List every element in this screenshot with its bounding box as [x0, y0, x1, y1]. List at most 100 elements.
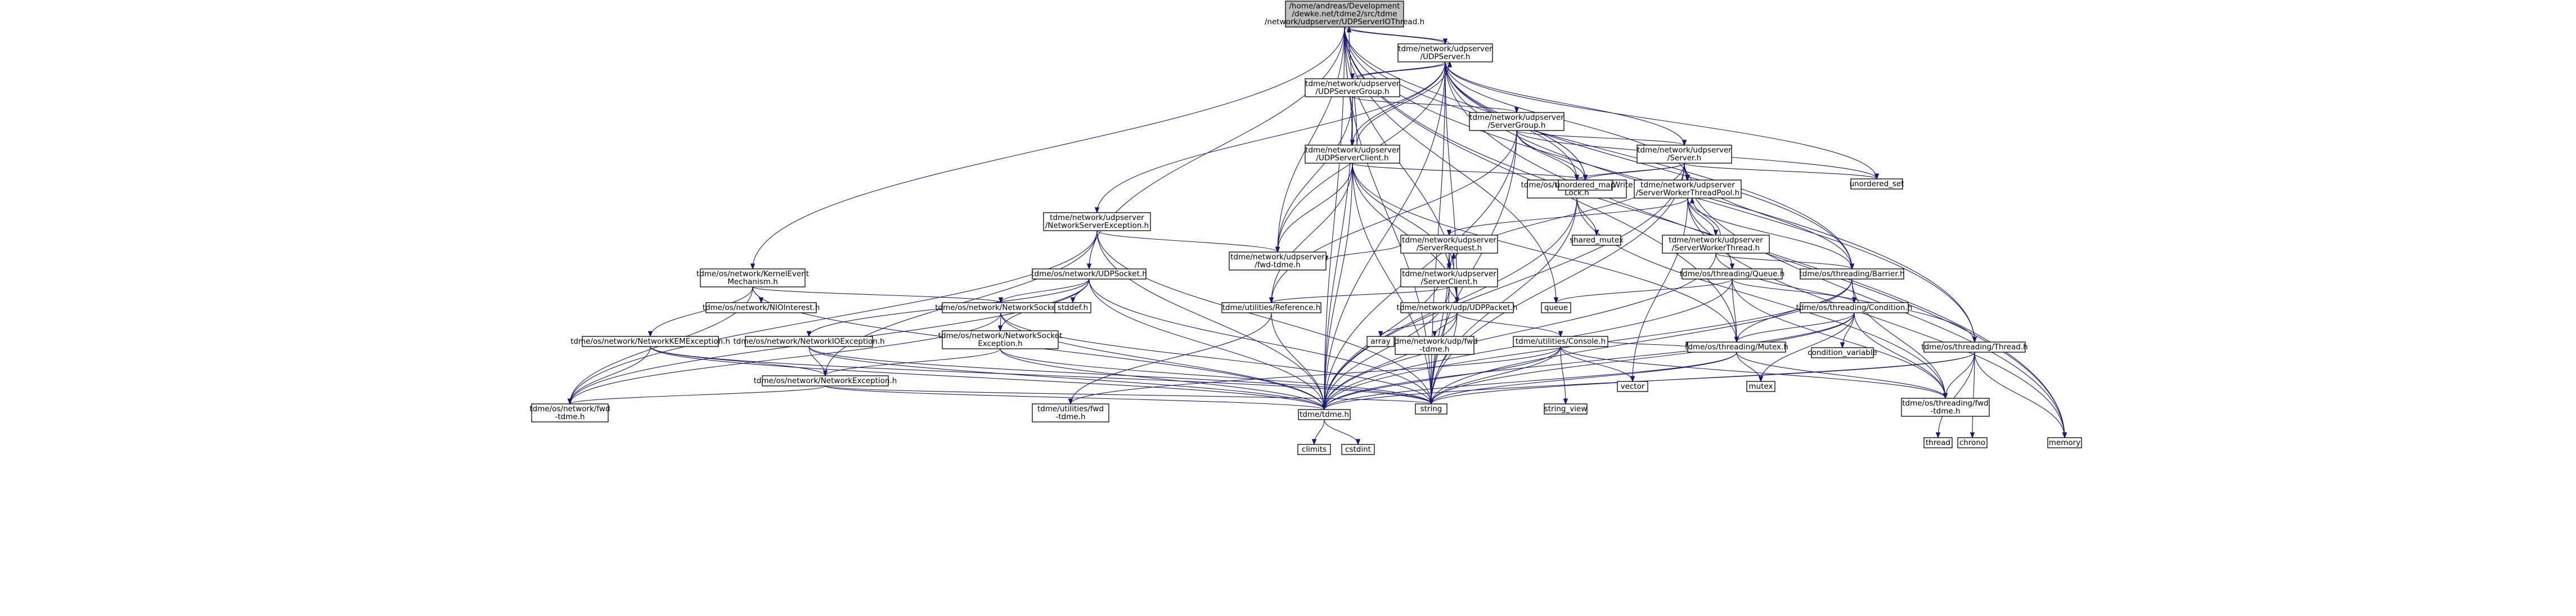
node-root[interactable]: /home/andreas/Development/dewke.net/tdme…	[1265, 1, 1424, 28]
edge-Thread-to-thread	[1937, 352, 1975, 438]
node-box-UDPServer	[1397, 43, 1493, 62]
node-box-udpfwd	[1395, 336, 1474, 355]
node-Server[interactable]: tdme/network/udpserver/Server.h	[1637, 145, 1732, 164]
node-UDPServerGroup[interactable]: tdme/network/udpserver/UDPServerGroup.h	[1305, 78, 1400, 97]
edge-KernelEventMechanism-to-NetworkSocket	[752, 286, 1001, 303]
arrowhead-root-to-KernelEventMechanism	[750, 263, 756, 270]
arrowhead-KernelEventMechanism-to-NetworkKEMException	[648, 331, 653, 338]
node-label-Server-line-1: /Server.h	[1667, 154, 1701, 163]
edge-NetworkException-to-osnetworkfwd	[569, 385, 826, 404]
arrowhead-ServerClient-to-Reference	[1269, 297, 1274, 304]
node-array: array	[1366, 336, 1395, 347]
edge-NetworkSocket-to-osnetworkfwd	[569, 312, 1001, 404]
node-box-stddef	[1054, 302, 1091, 313]
node-unordered_set: unordered_set	[1849, 178, 1904, 190]
node-Mutex[interactable]: tdme/os/threading/Mutex.h	[1685, 341, 1788, 353]
node-box-NetworkSocketException	[942, 330, 1059, 349]
edge-UDPServer-to-UDPServerGroup	[1352, 61, 1446, 79]
node-box-NetworkServerException	[1043, 212, 1151, 231]
node-box-ServerRequest	[1400, 235, 1498, 254]
edge-NetworkIOException-to-tdme	[808, 346, 1325, 410]
edge-UDPServer-to-root	[1348, 26, 1450, 44]
node-NIOInterest[interactable]: tdme/os/network/NIOInterest.h	[703, 302, 820, 313]
node-NetworkSocket[interactable]: tdme/os/network/NetworkSocket.h	[935, 302, 1067, 313]
node-box-NIOInterest	[705, 302, 817, 313]
arrowhead-Condition-to-Mutex	[1734, 336, 1739, 343]
node-box-queue	[1541, 302, 1571, 313]
node-label-cstdint-line-0: cstdint	[1345, 445, 1371, 454]
edge-Thread-to-chrono	[1972, 352, 1975, 438]
node-udpfwd[interactable]: tdme/network/udp/fwd-tdme.h	[1391, 336, 1478, 355]
node-label-root-line-0: /home/andreas/Development	[1289, 2, 1400, 11]
edge-NetworkServerException-to-udpserverfwd	[1096, 230, 1278, 253]
node-box-udpserverfwd	[1229, 251, 1327, 271]
arrowhead-Thread-to-thread	[1935, 432, 1941, 439]
node-label-NetworkServerException-line-0: tdme/network/udpserver	[1050, 213, 1144, 222]
node-ServerRequest[interactable]: tdme/network/udpserver/ServerRequest.h	[1400, 235, 1498, 254]
node-ServerClient[interactable]: tdme/network/udpserver/ServerClient.h	[1400, 268, 1498, 287]
node-tdme[interactable]: tdme/tdme.h	[1298, 409, 1351, 420]
node-label-ServerRequest-line-1: /ServerRequest.h	[1417, 244, 1482, 253]
node-label-KernelEventMechanism-line-0: tdme/os/network/KernelEvent	[696, 269, 809, 278]
node-ServerWorkerThreadPool[interactable]: tdme/network/udpserver/ServerWorkerThrea…	[1634, 179, 1742, 199]
node-label-udpserverfwd-line-0: tdme/network/udpserver	[1230, 253, 1325, 262]
node-utilitiesfwd[interactable]: tdme/utilities/fwd-tdme.h	[1032, 403, 1109, 422]
edge-NetworkKEMException-to-string	[650, 346, 1432, 404]
node-udpserverfwd[interactable]: tdme/network/udpserver/fwd-tdme.h	[1229, 251, 1327, 271]
node-queue: queue	[1541, 302, 1571, 313]
edge-Console-to-tdme	[1324, 346, 1561, 410]
edge-Barrier-to-string	[1431, 278, 1853, 404]
node-label-condition_variable-line-0: condition_variable	[1808, 348, 1877, 357]
arrowhead-Condition-to-condition_variable	[1840, 342, 1845, 349]
node-thread: thread	[1923, 437, 1953, 448]
node-Thread[interactable]: tdme/os/threading/Thread.h	[1921, 341, 2028, 353]
node-box-shared_mutex	[1572, 235, 1621, 246]
edge-UDPPacket-to-array	[1380, 312, 1458, 337]
edge-UDPServerGroup-to-UDPServer	[1356, 61, 1450, 79]
node-box-Barrier	[1800, 268, 1904, 280]
edge-root-to-KernelEventMechanism	[752, 26, 1345, 269]
node-NetworkKEMException[interactable]: tdme/os/network/NetworkKEMException.h	[570, 336, 730, 347]
node-box-ServerClient	[1400, 268, 1498, 287]
edge-UDPServer-to-tdme	[1324, 61, 1446, 410]
edge-ReadWriteLock-to-threadingfwd	[1576, 197, 1946, 399]
node-label-ServerWorkerThread-line-0: tdme/network/udpserver	[1669, 236, 1763, 245]
edge-NetworkKEMException-to-tdme	[650, 346, 1325, 410]
node-threadingfwd[interactable]: tdme/os/threading/fwd-tdme.h	[1901, 398, 1990, 417]
node-UDPSocket[interactable]: tdme/os/network/UDPSocket.h	[1031, 268, 1147, 280]
node-box-climits	[1297, 444, 1331, 455]
edge-Condition-to-string	[1431, 312, 1855, 404]
node-label-root-line-2: /network/udpserver/UDPServerIOThread.h	[1265, 17, 1424, 26]
node-UDPServerClient[interactable]: tdme/network/udpserver/UDPServerClient.h	[1305, 145, 1400, 164]
edge-UDPServerGroup-to-udpserverfwd	[1277, 96, 1353, 253]
node-Reference[interactable]: tdme/utilities/Reference.h	[1221, 302, 1321, 313]
node-NetworkServerException[interactable]: tdme/network/udpserver/NetworkServerExce…	[1043, 212, 1151, 231]
edge-UDPServer-to-Thread	[1445, 61, 1975, 343]
node-ServerWorkerThread[interactable]: tdme/network/udpserver/ServerWorkerThrea…	[1662, 235, 1770, 254]
node-box-Condition	[1800, 302, 1909, 313]
node-ServerGroup[interactable]: tdme/network/udpserver/ServerGroup.h	[1469, 112, 1565, 131]
node-box-UDPServerGroup	[1305, 78, 1400, 97]
node-Condition[interactable]: tdme/os/threading/Condition.h	[1796, 302, 1913, 313]
node-memory: memory	[2047, 437, 2082, 448]
edge-UDPServer-to-NetworkServerException	[1096, 61, 1446, 213]
node-NetworkIOException[interactable]: tdme/os/network/NetworkIOException.h	[733, 336, 885, 347]
node-osnetworkfwd[interactable]: tdme/os/network/fwd-tdme.h	[529, 403, 610, 422]
node-Barrier[interactable]: tdme/os/threading/Barrier.h	[1800, 268, 1905, 280]
node-label-osnetworkfwd-line-0: tdme/os/network/fwd	[529, 404, 610, 413]
node-NetworkException[interactable]: tdme/os/network/NetworkException.h	[754, 375, 897, 386]
node-label-UDPServerClient-line-1: /UDPServerClient.h	[1316, 154, 1388, 163]
node-label-NetworkKEMException-line-0: tdme/os/network/NetworkKEMException.h	[570, 337, 730, 346]
node-box-ServerGroup	[1469, 112, 1565, 131]
node-UDPServer[interactable]: tdme/network/udpserver/UDPServer.h	[1397, 43, 1493, 62]
node-Console[interactable]: tdme/utilities/Console.h	[1513, 336, 1608, 347]
edge-Mutex-to-tdme	[1324, 352, 1737, 410]
node-UDPPacket[interactable]: tdme/network/udp/UDPPacket.h	[1397, 302, 1518, 313]
edge-ServerGroup-to-Server	[1516, 130, 1685, 146]
arrowhead-ServerGroup-to-Server	[1682, 140, 1687, 146]
node-vector: vector	[1617, 381, 1648, 392]
node-Queue[interactable]: tdme/os/threading/Queue.h	[1680, 268, 1785, 280]
node-label-ServerClient-line-0: tdme/network/udpserver	[1402, 269, 1496, 278]
